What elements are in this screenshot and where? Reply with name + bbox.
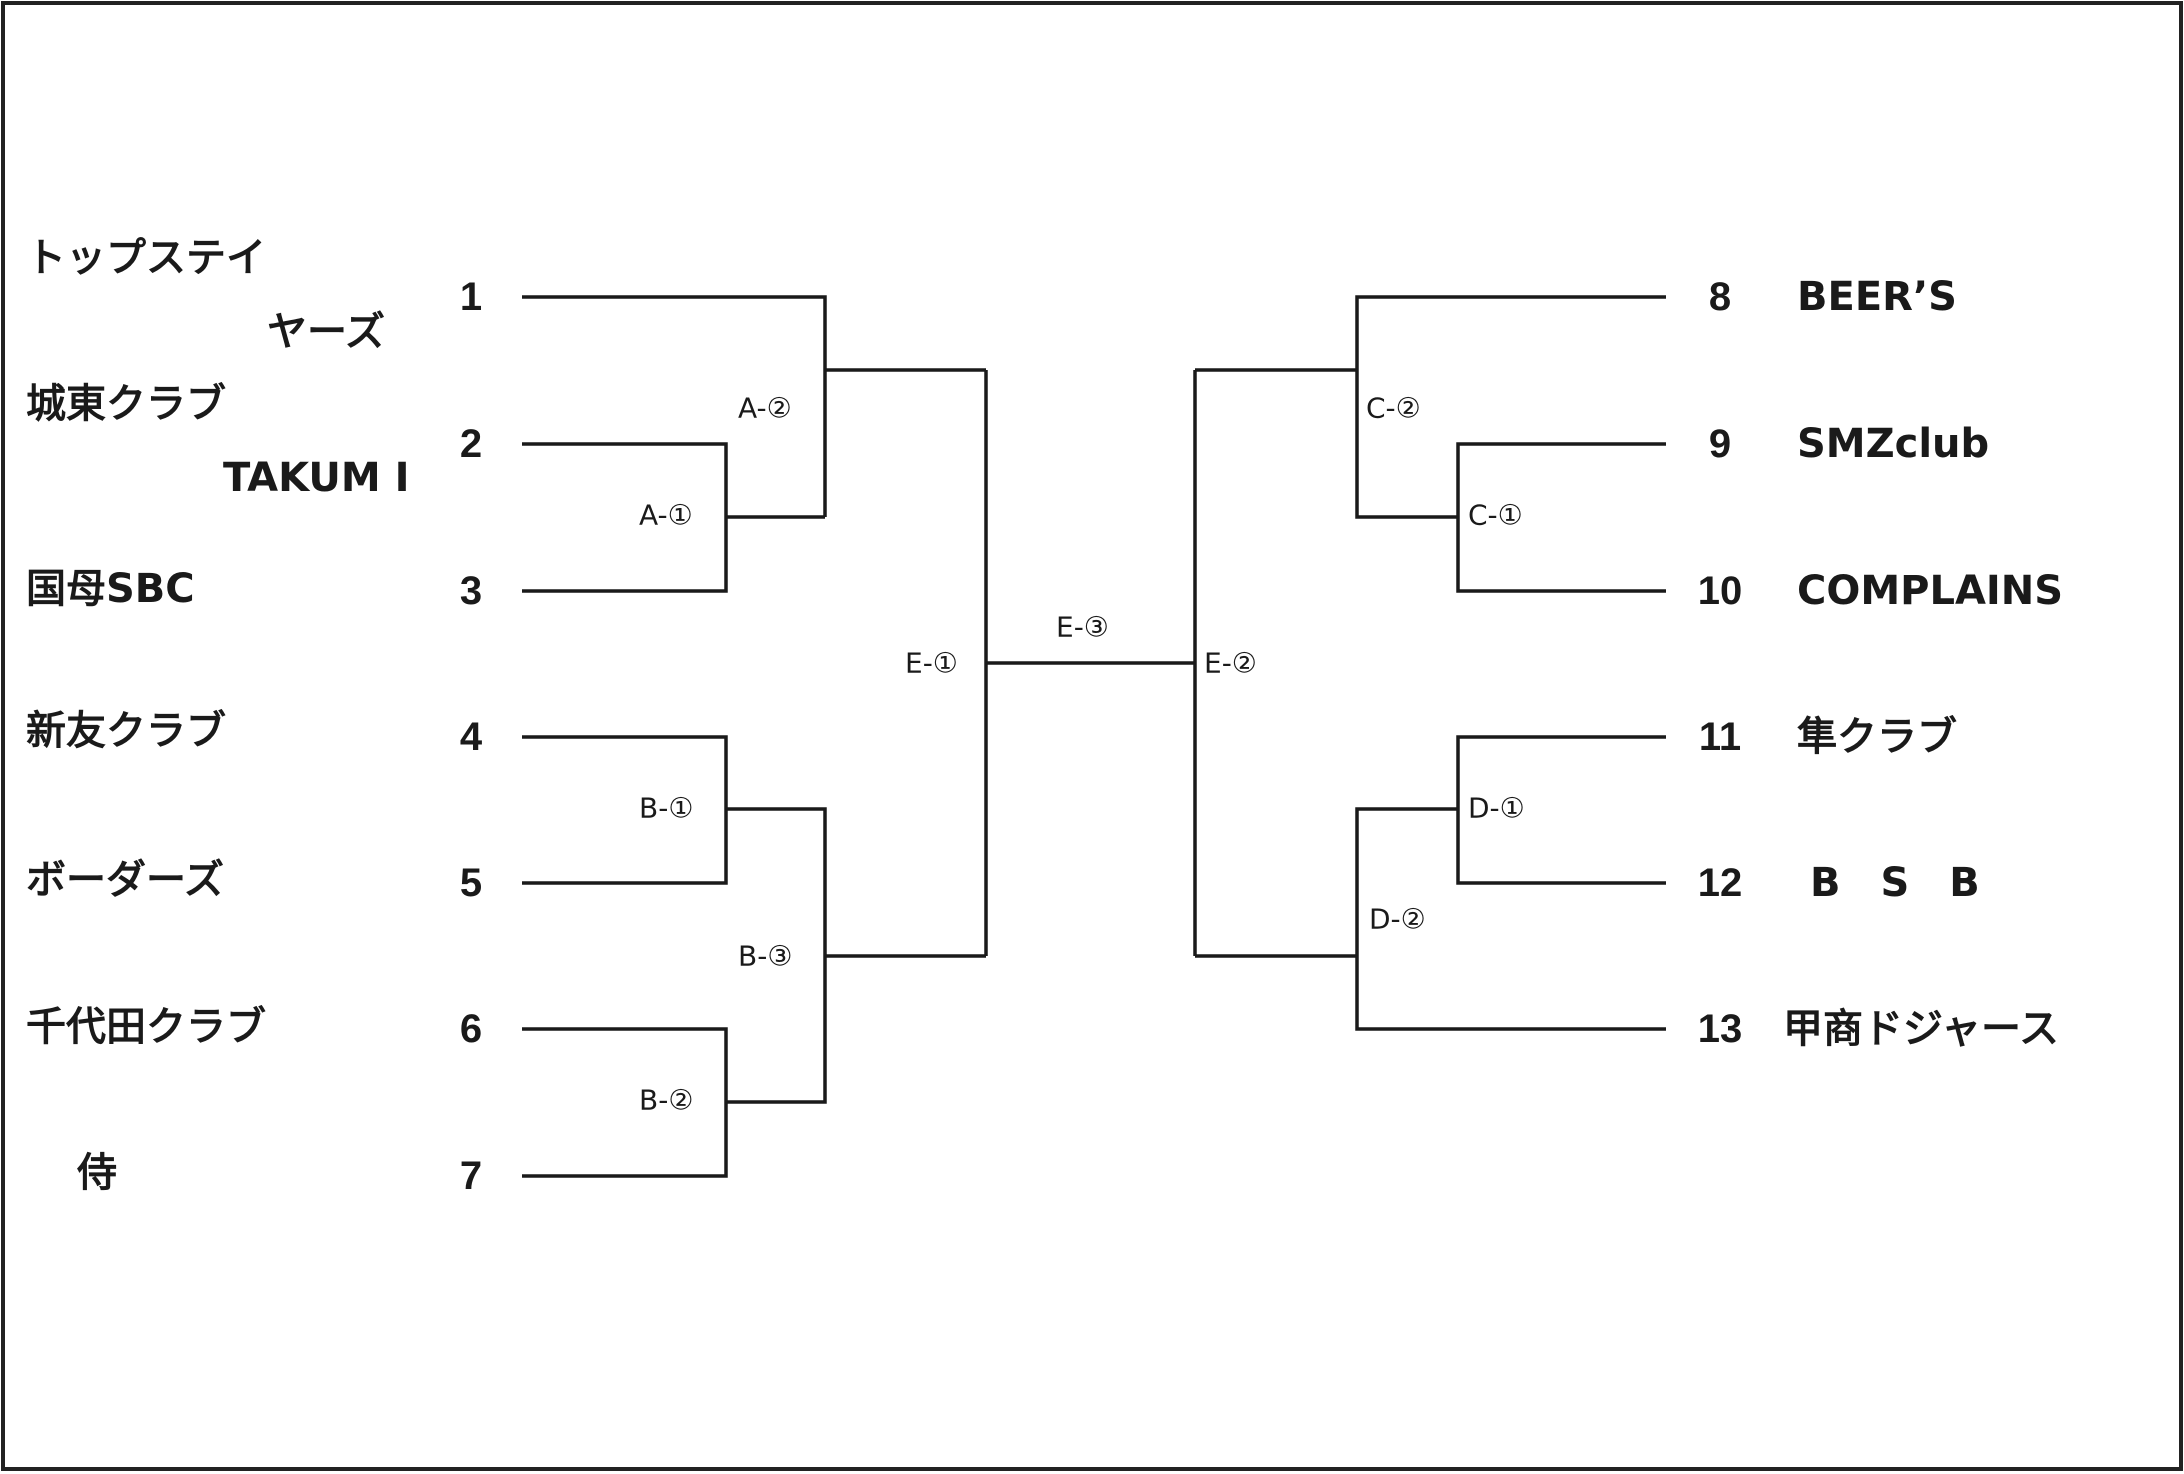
bracket-e1 bbox=[984, 370, 1195, 956]
match-d2: D-② bbox=[1369, 903, 1426, 936]
right-bracket-lines bbox=[1193, 295, 1666, 1031]
match-labels: A-② A-① B-① B-③ B-② E-① E-③ E-② C-② C-① … bbox=[639, 392, 1525, 1117]
bracket-a bbox=[522, 295, 986, 593]
right-seeds: 8 9 10 11 12 13 bbox=[1698, 275, 1743, 1051]
team-name-3: 国母SBC bbox=[26, 566, 195, 612]
match-e1: E-① bbox=[905, 647, 958, 680]
seed-3: 3 bbox=[460, 569, 482, 613]
bracket-c bbox=[1195, 295, 1666, 593]
seed-2: 2 bbox=[460, 422, 482, 466]
match-e3: E-③ bbox=[1056, 611, 1109, 644]
seed-6: 6 bbox=[460, 1007, 482, 1051]
team-name-2b: TAKUM I bbox=[223, 455, 410, 501]
team-name-4: 新友クラブ bbox=[26, 708, 226, 754]
seed-8: 8 bbox=[1709, 275, 1731, 319]
team-name-8: BEER’S bbox=[1797, 274, 1957, 320]
team-name-1a: トップステイ bbox=[26, 235, 266, 281]
team-name-9: SMZclub bbox=[1797, 421, 1989, 467]
match-d1: D-① bbox=[1468, 792, 1525, 825]
team-name-1b: ヤーズ bbox=[267, 309, 385, 355]
seed-7: 7 bbox=[460, 1154, 482, 1198]
seed-10: 10 bbox=[1698, 569, 1743, 613]
team-name-12: B S B bbox=[1810, 860, 1980, 906]
match-c1: C-① bbox=[1468, 499, 1523, 532]
seed-4: 4 bbox=[460, 715, 483, 759]
left-team-names: トップステイ ヤーズ 城東クラブ TAKUM I 国母SBC 新友クラブ ボーダ… bbox=[26, 235, 410, 1196]
match-b3: B-③ bbox=[738, 940, 792, 973]
team-name-6: 千代田クラブ bbox=[26, 1004, 266, 1050]
match-e2: E-② bbox=[1204, 647, 1257, 680]
seed-9: 9 bbox=[1709, 422, 1731, 466]
left-bracket-lines bbox=[522, 295, 1195, 1178]
team-name-7: 侍 bbox=[76, 1150, 117, 1196]
match-a1: A-① bbox=[639, 499, 693, 532]
team-name-11: 隼クラブ bbox=[1797, 714, 1957, 760]
team-name-5: ボーダーズ bbox=[26, 857, 224, 903]
match-b1: B-① bbox=[639, 792, 693, 825]
seed-5: 5 bbox=[460, 861, 482, 905]
bracket-d bbox=[1195, 735, 1666, 1031]
match-c2: C-② bbox=[1366, 392, 1421, 425]
team-name-10: COMPLAINS bbox=[1797, 568, 2063, 614]
seed-12: 12 bbox=[1698, 861, 1743, 905]
seed-1: 1 bbox=[460, 275, 482, 319]
team-name-13: 甲商ドジャース bbox=[1783, 1006, 2059, 1052]
right-team-names: BEER’S SMZclub COMPLAINS 隼クラブ B S B 甲商ドジ… bbox=[1783, 274, 2063, 1052]
left-seeds: 1 2 3 4 5 6 7 bbox=[460, 275, 483, 1198]
seed-11: 11 bbox=[1699, 715, 1741, 759]
seed-13: 13 bbox=[1698, 1007, 1743, 1051]
bracket-b bbox=[522, 735, 986, 1178]
team-name-2a: 城東クラブ bbox=[26, 381, 226, 427]
match-b2: B-② bbox=[639, 1084, 693, 1117]
match-a2: A-② bbox=[738, 392, 792, 425]
